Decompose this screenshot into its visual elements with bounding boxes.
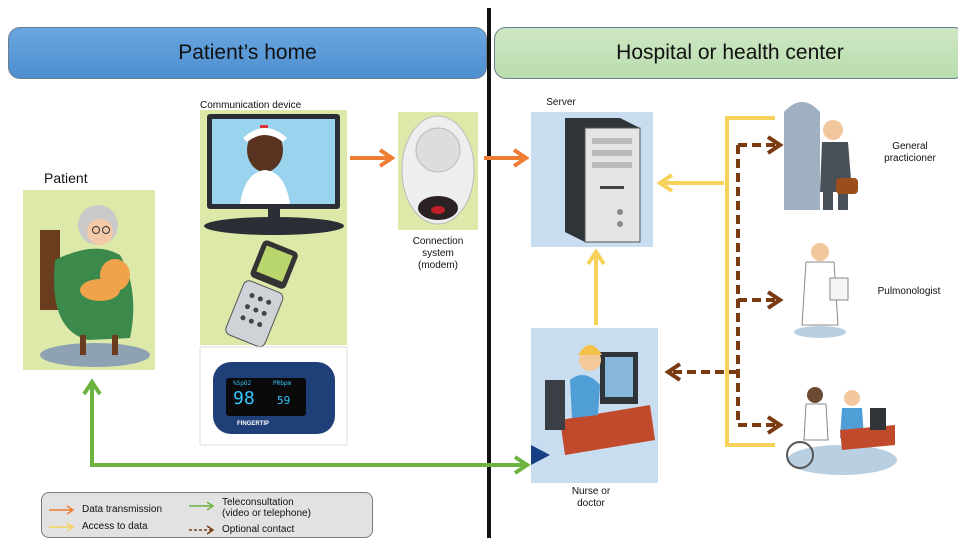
general-practitioner-label: General practicioner — [884, 141, 936, 164]
spo2-header: %SpO2 — [233, 380, 252, 387]
modem-illustration — [398, 112, 478, 230]
legend-optional-contact-label: Optional contact — [222, 524, 295, 535]
data-transmission-arrows — [350, 148, 530, 168]
patients-home-header: Patient’s home — [8, 27, 487, 79]
general-practitioner-illustration — [784, 102, 858, 210]
legend: Data transmission Access to data Telecon… — [41, 492, 373, 538]
legend-teleconsultation: Teleconsultation (video or telephone) — [188, 497, 311, 519]
green-arrow-icon — [189, 501, 215, 511]
pulmonologist-label: Pulmonologist — [877, 286, 941, 297]
care-team-illustration — [786, 387, 897, 475]
server-label: Server — [546, 97, 576, 108]
orange-arrow-icon — [49, 504, 75, 515]
teleconsultation-arrow — [82, 378, 531, 475]
legend-optional-contact: Optional contact — [188, 524, 294, 535]
patients-home-title: Patient’s home — [178, 41, 317, 64]
pr-header: PRbpm — [273, 380, 292, 387]
yellow-arrow-icon — [49, 521, 75, 532]
nurse-or-doctor-label: Nurse or doctor — [571, 486, 611, 509]
spo2-value: 98 — [233, 388, 255, 409]
oximeter-display: %SpO2 PRbpm 98 59 — [229, 380, 303, 414]
pulmonologist-illustration — [794, 243, 849, 338]
section-divider — [487, 8, 491, 538]
legend-access-to-data-label: Access to data — [82, 521, 148, 532]
pulse-oximeter — [199, 346, 348, 446]
brown-dashed-arrow-icon — [189, 524, 215, 535]
legend-data-transmission-label: Data transmission — [82, 504, 163, 515]
server-illustration — [531, 112, 653, 247]
nurse-illustration — [531, 328, 658, 483]
legend-data-transmission: Data transmission — [48, 504, 162, 515]
access-to-data-arrows — [586, 116, 775, 447]
hospital-title: Hospital or health center — [616, 41, 844, 64]
legend-teleconsultation-label: Teleconsultation (video or telephone) — [222, 497, 311, 519]
patient-illustration — [23, 190, 155, 370]
communication-device-label: Communication device — [200, 100, 302, 111]
pulse-rate-value: 59 — [277, 394, 291, 407]
connection-system-label: Connection system (modem) — [412, 236, 464, 271]
oximeter-brand: FINGERTIP — [237, 421, 270, 427]
communication-device-panel — [200, 110, 347, 348]
legend-access-to-data: Access to data — [48, 521, 148, 532]
hospital-header: Hospital or health center — [494, 27, 958, 79]
patient-label: Patient — [44, 170, 88, 186]
optional-contact-arrows — [664, 135, 784, 435]
